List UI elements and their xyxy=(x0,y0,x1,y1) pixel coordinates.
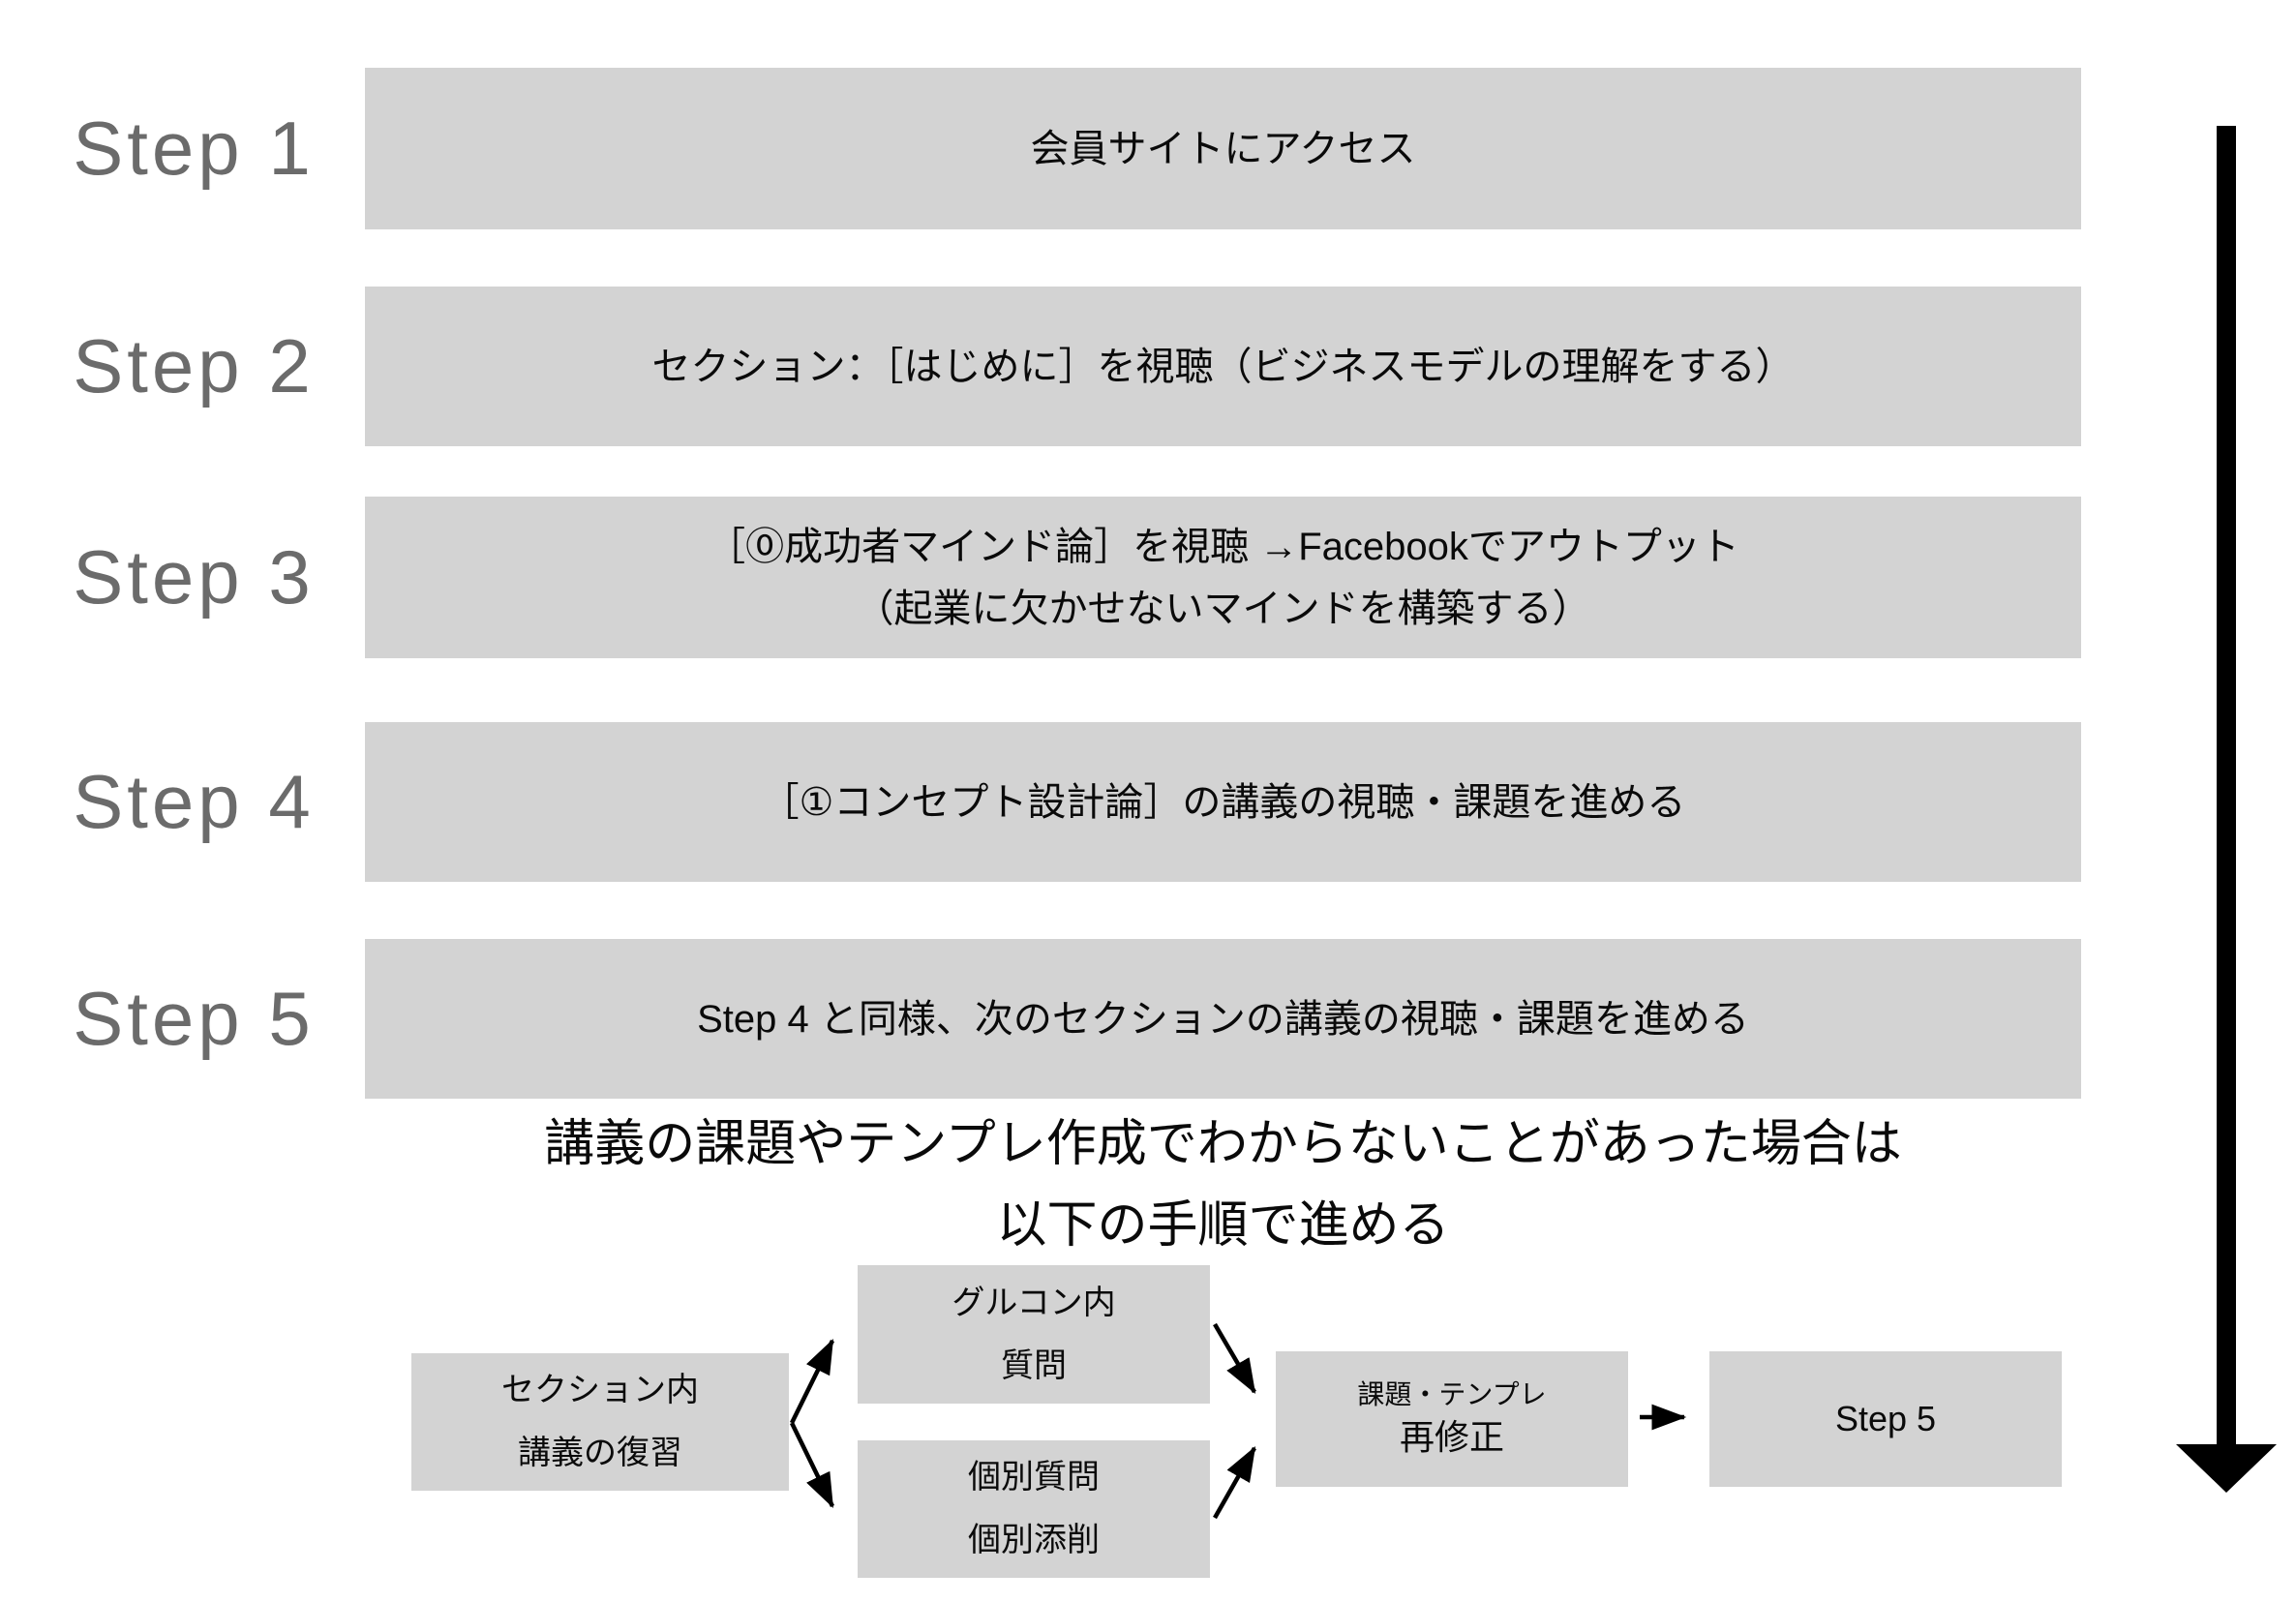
flow-box-section-review-line-1: セクション内 xyxy=(501,1372,699,1409)
step-box-2: セクション：［はじめに］を視聴（ビジネスモデルの理解をする） xyxy=(365,287,2081,446)
step-box-1: 会員サイトにアクセス xyxy=(365,68,2081,229)
flow-box-section-review-line-2: 講義の復習 xyxy=(518,1435,682,1471)
step-label-1: Step 1 xyxy=(73,106,315,191)
flow-box-section-review: セクション内 講義の復習 xyxy=(411,1353,789,1491)
step-box-2-line: セクション：［はじめに］を視聴（ビジネスモデルの理解をする） xyxy=(651,345,1795,388)
step-label-3: Step 3 xyxy=(73,534,315,620)
step-box-3-line-1: ［⓪成功者マインド論］を視聴 →Facebookでアウトプット xyxy=(707,525,1739,568)
step-box-4-line: ［①コンセプト設計論］の講義の視聴・課題を進める xyxy=(760,780,1686,824)
step-box-3-line-2: （起業に欠かせないマインドを構築する） xyxy=(855,587,1591,630)
flow-box-group-question-line-1: グルコン内 xyxy=(952,1284,1116,1321)
flow-box-group-question: グルコン内 質問 xyxy=(858,1265,1210,1404)
down-arrow xyxy=(2176,126,2277,1493)
step-box-5-line: Step 4 と同様、次のセクションの講義の視聴・課題を進める xyxy=(697,997,1749,1041)
flow-box-revise-line-1: 課題・テンプレ xyxy=(1357,1379,1547,1410)
arrow-review-to-individual xyxy=(789,1422,835,1509)
step-label-4: Step 4 xyxy=(73,759,315,844)
note-line-1: 講義の課題やテンプレ作成でわからないことがあった場合は xyxy=(544,1116,1902,1172)
step-box-3: ［⓪成功者マインド論］を視聴 →Facebookでアウトプット （起業に欠かせな… xyxy=(365,497,2081,658)
flow-box-next-step-label: Step 5 xyxy=(1834,1398,1937,1438)
step-box-1-line: 会員サイトにアクセス xyxy=(1030,127,1416,170)
flow-box-revise-line-2: 再修正 xyxy=(1399,1417,1504,1458)
note-line-2: 以下の手順で進める xyxy=(996,1197,1450,1255)
flow-box-next-step: Step 5 xyxy=(1709,1351,2062,1487)
flow-box-group-question-line-2: 質問 xyxy=(1001,1346,1067,1384)
step-box-4: ［①コンセプト設計論］の講義の視聴・課題を進める xyxy=(365,722,2081,882)
note-text: 講義の課題やテンプレ作成でわからないことがあった場合は 以下の手順で進める xyxy=(365,1104,2081,1266)
flow-box-individual-question-line-2: 個別添削 xyxy=(968,1522,1100,1558)
arrow-review-to-group xyxy=(789,1338,835,1424)
arrow-individual-to-revise xyxy=(1213,1446,1256,1520)
step-label-5: Step 5 xyxy=(73,976,315,1061)
flow-box-individual-question-line-1: 個別質問 xyxy=(968,1459,1100,1497)
flow-box-individual-question: 個別質問 個別添削 xyxy=(858,1440,1210,1578)
step-label-2: Step 2 xyxy=(73,323,315,408)
step-box-5: Step 4 と同様、次のセクションの講義の視聴・課題を進める xyxy=(365,939,2081,1099)
arrow-group-to-revise xyxy=(1213,1322,1256,1394)
flow-box-revise: 課題・テンプレ 再修正 xyxy=(1276,1351,1628,1487)
